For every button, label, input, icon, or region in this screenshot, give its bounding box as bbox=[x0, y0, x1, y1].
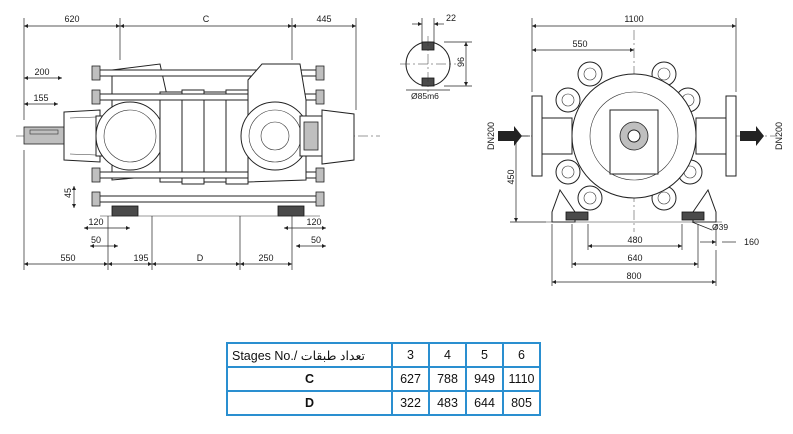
d-value-4: 483 bbox=[428, 390, 467, 416]
dim-550: 550 bbox=[60, 253, 75, 263]
table-header-row: Stages No./ تعداد طبقات 3 4 5 6 bbox=[226, 342, 541, 368]
left-foot bbox=[111, 205, 139, 217]
dim-800: 800 bbox=[626, 271, 641, 281]
left-bearing-housing bbox=[63, 109, 101, 163]
row-label-d: D bbox=[226, 390, 393, 416]
table-row: D 322 483 644 805 bbox=[226, 390, 541, 416]
dim-155: 155 bbox=[33, 93, 48, 103]
dim-45: 45 bbox=[63, 188, 73, 198]
dim-640: 640 bbox=[627, 253, 642, 263]
row-label-c: C bbox=[226, 366, 393, 392]
c-value-6: 1110 bbox=[502, 366, 541, 392]
c-value-3: 627 bbox=[391, 366, 430, 392]
right-bearing-housing bbox=[321, 109, 355, 165]
dim-250: 250 bbox=[258, 253, 273, 263]
dim-diameter: Ø85m6 bbox=[411, 91, 439, 101]
d-value-5: 644 bbox=[465, 390, 504, 416]
outlet-flange bbox=[725, 95, 737, 177]
dim-50-right: 50 bbox=[311, 235, 321, 245]
side-view: 620 C 445 200 155 45 120 50 120 50 550 1… bbox=[16, 14, 380, 270]
dim-200: 200 bbox=[34, 67, 49, 77]
outlet-arrow-icon bbox=[740, 126, 764, 146]
inlet-flange bbox=[531, 95, 543, 177]
dim-50-left: 50 bbox=[91, 235, 101, 245]
c-value-5: 949 bbox=[465, 366, 504, 392]
dim-1100: 1100 bbox=[624, 14, 643, 24]
stage-5: 5 bbox=[465, 342, 504, 368]
dim-d: D bbox=[197, 253, 204, 263]
stages-table: Stages No./ تعداد طبقات 3 4 5 6 C 627 78… bbox=[226, 342, 541, 416]
dim-bolt-hole: Ø39 bbox=[712, 222, 728, 232]
shaft-detail: 22 96 Ø85m6 bbox=[400, 13, 472, 101]
dim-450: 450 bbox=[506, 169, 516, 184]
drive-shaft bbox=[23, 126, 65, 145]
dim-22: 22 bbox=[446, 13, 456, 23]
stage-3: 3 bbox=[391, 342, 430, 368]
d-value-3: 322 bbox=[391, 390, 430, 416]
table-row: C 627 788 949 1110 bbox=[226, 366, 541, 392]
stage-4: 4 bbox=[428, 342, 467, 368]
d-value-6: 805 bbox=[502, 390, 541, 416]
outlet-label: DN200 bbox=[774, 122, 784, 150]
inlet-label: DN200 bbox=[486, 122, 496, 150]
suction-flange bbox=[95, 101, 165, 171]
dim-120-right: 120 bbox=[306, 217, 321, 227]
dim-195: 195 bbox=[133, 253, 148, 263]
dim-c: C bbox=[203, 14, 210, 24]
stage-casings bbox=[159, 89, 249, 185]
tie-bolts bbox=[91, 65, 325, 207]
stage-6: 6 bbox=[502, 342, 541, 368]
stages-header: Stages No./ تعداد طبقات bbox=[226, 342, 393, 368]
dim-550-front: 550 bbox=[572, 39, 587, 49]
technical-drawing: 620 C 445 200 155 45 120 50 120 50 550 1… bbox=[16, 13, 784, 286]
dim-480: 480 bbox=[627, 235, 642, 245]
right-foot bbox=[277, 205, 305, 217]
c-value-4: 788 bbox=[428, 366, 467, 392]
dim-96: 96 bbox=[456, 57, 466, 67]
front-view: DN200 DN200 1100 550 450 Ø39 480 160 640… bbox=[486, 14, 784, 286]
dim-160: 160 bbox=[744, 237, 759, 247]
discharge-flange bbox=[240, 101, 310, 171]
dim-445: 445 bbox=[316, 14, 331, 24]
dim-120-left: 120 bbox=[88, 217, 103, 227]
dim-620: 620 bbox=[64, 14, 79, 24]
